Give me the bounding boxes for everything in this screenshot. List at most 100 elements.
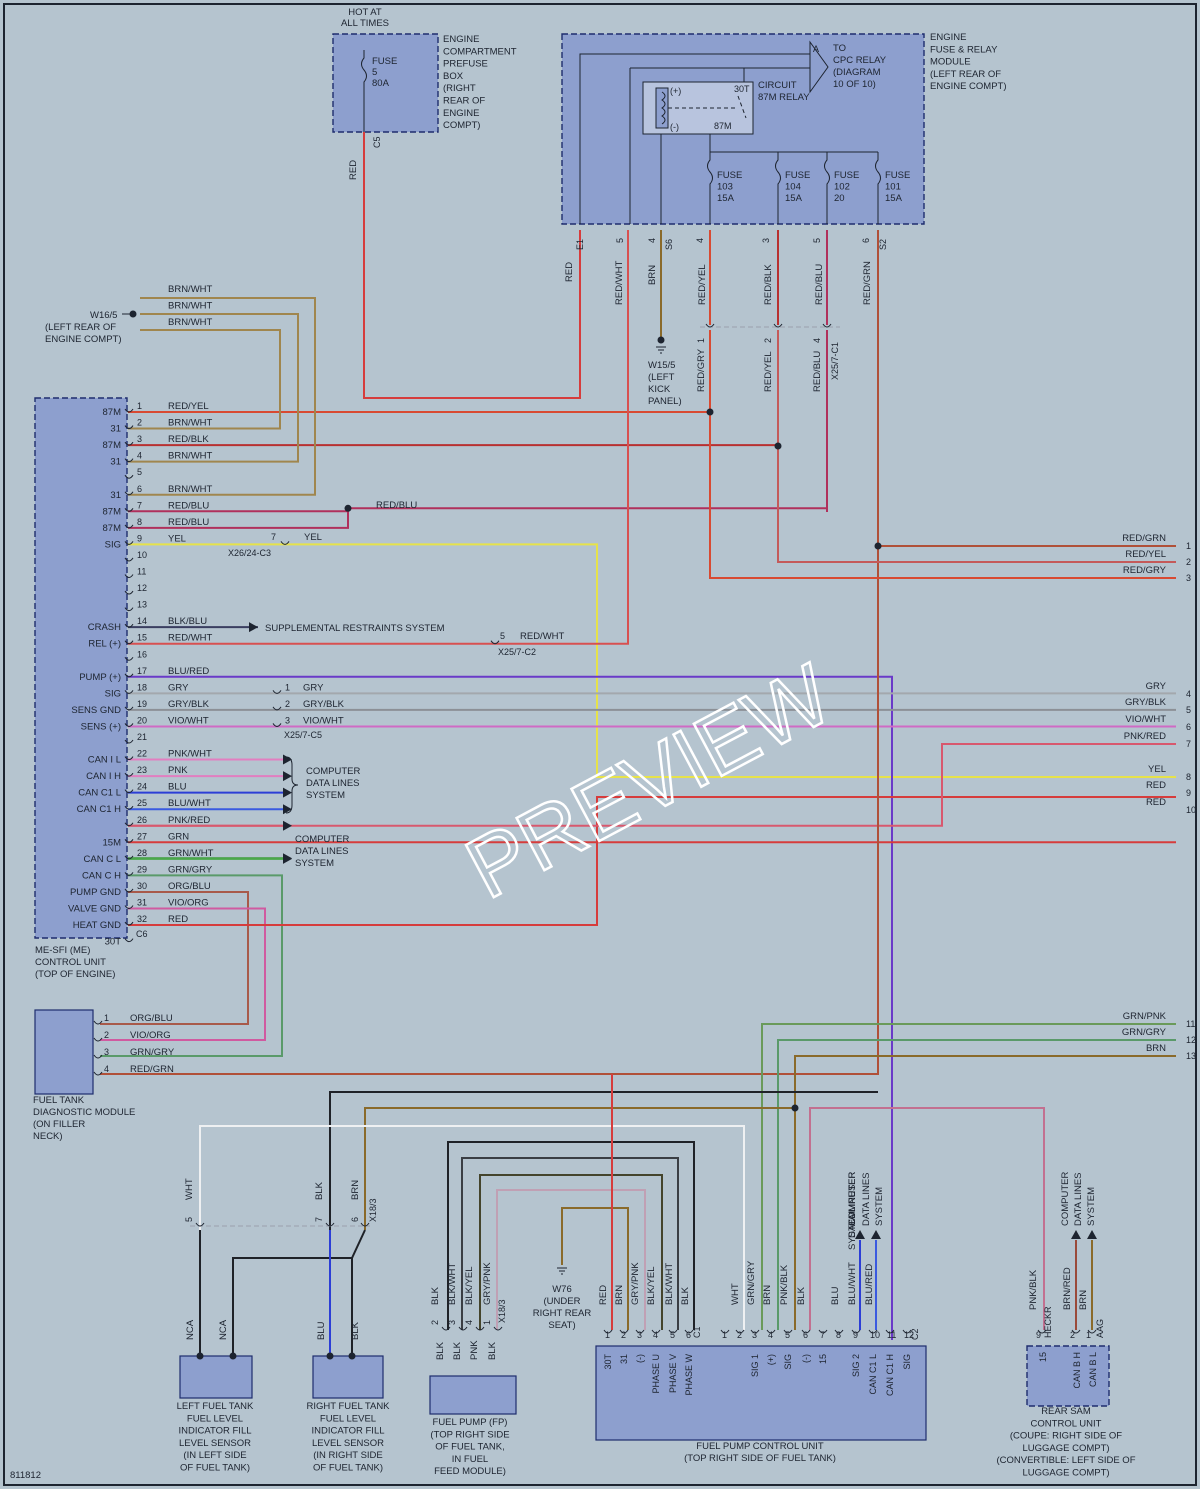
wire-wht: [199, 1125, 745, 1330]
fuel-pump: [429, 1375, 517, 1415]
arrow-up-icon: [1071, 1230, 1081, 1239]
wire-label: BRN/RED: [1062, 1267, 1073, 1310]
prefuse-box-label-line: ENGINE: [443, 108, 479, 119]
ecu-label-line: CONTROL UNIT: [35, 957, 106, 968]
w16-5-label-line: W16/5: [90, 310, 117, 321]
connector-symbol: [705, 323, 715, 328]
wire-label: RED/BLU: [168, 500, 209, 511]
right-output-ref: 2: [1186, 557, 1191, 567]
connector-symbol: [93, 1071, 103, 1076]
arrow-right-icon: [283, 853, 292, 864]
wire-label: RED/BLK: [168, 434, 209, 445]
ecu-pin-name: CAN C1 L: [78, 788, 121, 799]
w16-5-label-line: ENGINE COMPT): [45, 334, 122, 345]
x25-c1-pin: 1: [696, 338, 706, 343]
ecu-pin-name: CAN C L: [84, 854, 121, 865]
connector-symbol: [124, 690, 134, 694]
fpcu-pin-name: PHASE W: [684, 1354, 694, 1396]
ecu-pin-name: SIG: [105, 688, 121, 699]
splice-dot: [348, 1352, 356, 1360]
connector-x25-c1: X25/7-C1: [830, 342, 840, 380]
fpcu-pin-name: (-): [801, 1354, 811, 1363]
fpcu-pin-name: PHASE V: [668, 1354, 678, 1393]
ecu-pin-number: 25: [137, 798, 147, 808]
left-fuel-sensor-label-line: FUEL LEVEL: [187, 1413, 243, 1424]
connector-symbol: [124, 905, 134, 909]
w76-label-line: W76: [552, 1284, 572, 1295]
right-output-wire-label: RED: [1146, 797, 1166, 808]
ecu-pin-number: 32: [137, 914, 147, 924]
rear-sam-control-unit: [1026, 1345, 1110, 1407]
wire-blk: [232, 1229, 366, 1358]
fuel-pump-pin: 4: [464, 1320, 474, 1325]
wire-grn-gry: [777, 1039, 1176, 1330]
wire-blk: [447, 1141, 695, 1330]
computer-data-lines-label-line: SYSTEM: [847, 1211, 858, 1250]
x18-pin: 7: [314, 1217, 324, 1222]
ecu-pin-number: 5: [137, 467, 142, 477]
wire-label: BLK/YEL: [646, 1266, 657, 1305]
wire-label: BLK: [796, 1286, 807, 1305]
ecu-pin-name: REL (+): [88, 639, 121, 650]
connector-symbol: [801, 1329, 811, 1334]
connector-symbol: [124, 673, 134, 678]
wire-label: GRY/BLK: [303, 699, 345, 710]
ecu-pin-name: CRASH: [88, 622, 121, 633]
fpcu-pin-number: 8: [836, 1330, 841, 1340]
cpc-relay-triangle: [630, 40, 829, 94]
wire-label: ORG/BLU: [168, 881, 211, 892]
sam-pin-name: CAN B L: [1088, 1352, 1098, 1387]
fuel-pump-label-line: FEED MODULE): [434, 1466, 506, 1477]
connector-symbol: [124, 805, 134, 810]
connector-symbol: [93, 1054, 103, 1059]
wire-brn: [794, 1055, 1176, 1330]
ecu-pin-number: 23: [137, 765, 147, 775]
ecu-pin-number: 10: [137, 550, 147, 560]
wire-label: GRN/GRY: [168, 864, 213, 875]
connector-symbol: [750, 1329, 760, 1334]
connector-c5: C5: [372, 136, 382, 148]
connector-symbol: [851, 1329, 861, 1334]
hot-at-all-times-label-line: ALL TIMES: [341, 18, 389, 29]
wire-label: WHT: [184, 1178, 195, 1200]
wire-label: BLK: [680, 1286, 691, 1305]
computer-data-lines-label: SYSTEM: [874, 1187, 885, 1226]
wire-pnk-red: [128, 743, 1176, 827]
wire-label: BRN: [647, 265, 658, 285]
ecu-pin-name: 15M: [103, 837, 122, 848]
right-output-ref: 13: [1186, 1051, 1196, 1061]
to-cpc-relay-label-line: TO: [833, 43, 846, 54]
efrm-pin: 4: [695, 238, 705, 243]
wire-red-wht: [128, 230, 629, 645]
connector-symbol: [195, 1222, 205, 1227]
connector-symbol: [325, 1222, 335, 1227]
sam-pin-name: CAN B H: [1072, 1352, 1082, 1389]
efrm-pin: 4: [647, 238, 657, 243]
wire-gry-pnk: [496, 1189, 646, 1330]
ecu-pin-name: 87M: [103, 506, 122, 517]
wire-label: BLK/WHT: [664, 1263, 675, 1305]
connector-symbol: [651, 1329, 661, 1334]
wire-label: BLK/YEL: [464, 1266, 475, 1305]
wire-label: WHT: [730, 1283, 741, 1305]
left-fuel-sensor-label-line: OF FUEL TANK): [180, 1463, 250, 1474]
w15-5-label-line: (LEFT: [648, 372, 675, 383]
connector-symbol: [280, 541, 290, 545]
right-output-ref: 10: [1186, 805, 1196, 815]
right-output-wire-label: GRY: [1146, 681, 1167, 692]
connector-symbol: [818, 1329, 828, 1334]
connector-symbol: [834, 1329, 844, 1334]
efrm-feed: [579, 53, 810, 224]
ecu-pin-number: 13: [137, 600, 147, 610]
relay-coil-winding: [661, 91, 666, 125]
wire-label: RED/WHT: [614, 260, 625, 305]
ecu-pin-number: 6: [137, 484, 142, 494]
right-output-ref: 7: [1186, 739, 1191, 749]
wire-label: GRN/GRY: [130, 1047, 175, 1058]
fpcu-pin-number: 6: [686, 1330, 691, 1340]
prefuse-box-label-line: COMPARTMENT: [443, 46, 517, 57]
efrm-pin: 3: [761, 238, 771, 243]
right-fuel-sensor-label-line: OF FUEL TANK): [313, 1463, 383, 1474]
connector-symbol: [360, 1222, 370, 1227]
computer-data-lines-label-line: SYSTEM: [306, 790, 345, 801]
